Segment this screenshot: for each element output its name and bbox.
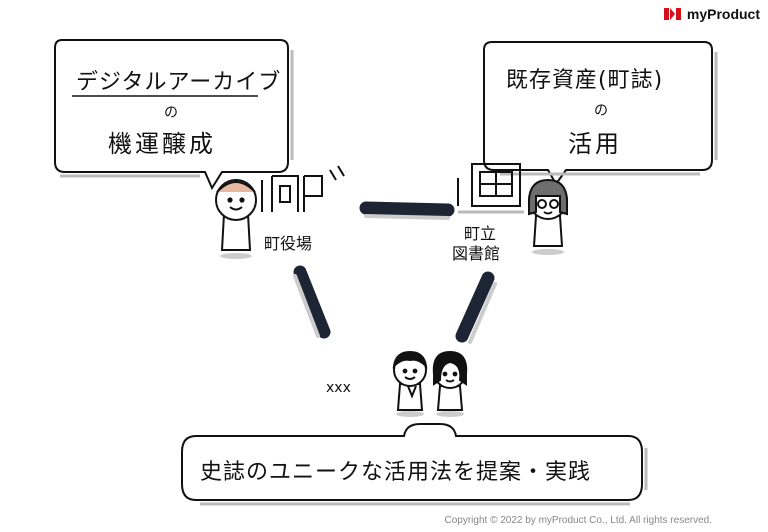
library-label-line1: 町立: [464, 224, 497, 243]
proposer-female-icon: [432, 350, 468, 417]
library-building-icon: [457, 163, 524, 214]
town-office-building-icon: [261, 165, 345, 212]
left-bubble-subtitle: 機運醸成: [108, 130, 216, 158]
right-bubble-subtitle: 活用: [568, 130, 622, 158]
left-connector: [293, 265, 331, 339]
town-office-label: 町役場: [264, 234, 313, 253]
right-bubble-title: 既存資産(町誌): [506, 68, 664, 93]
right-connector: [455, 271, 495, 343]
left-speech-bubble: [54, 39, 289, 191]
right-bubble-connector: の: [594, 103, 608, 119]
brand-logo: myProduct: [663, 6, 760, 22]
library-label-line2: 図書館: [452, 244, 501, 263]
bottom-proposal-box: [181, 423, 643, 501]
others-label: xxx: [326, 380, 351, 396]
left-bubble-title: デジタルアーカイブ: [76, 70, 282, 95]
proposal-text: 史誌のユニークな活用法を提案・実践: [200, 460, 592, 485]
proposer-male-icon: [392, 350, 428, 417]
top-connector: [359, 201, 455, 217]
copyright-notice: Copyright © 2022 by myProduct Co., Ltd. …: [444, 515, 713, 526]
town-office-staff-icon: [215, 179, 257, 259]
right-speech-bubble: [483, 41, 713, 186]
left-bubble-connector: の: [164, 105, 178, 121]
brand-name: myProduct: [686, 6, 760, 22]
librarian-icon: [528, 178, 568, 255]
brand-mark-icon: [663, 8, 681, 20]
